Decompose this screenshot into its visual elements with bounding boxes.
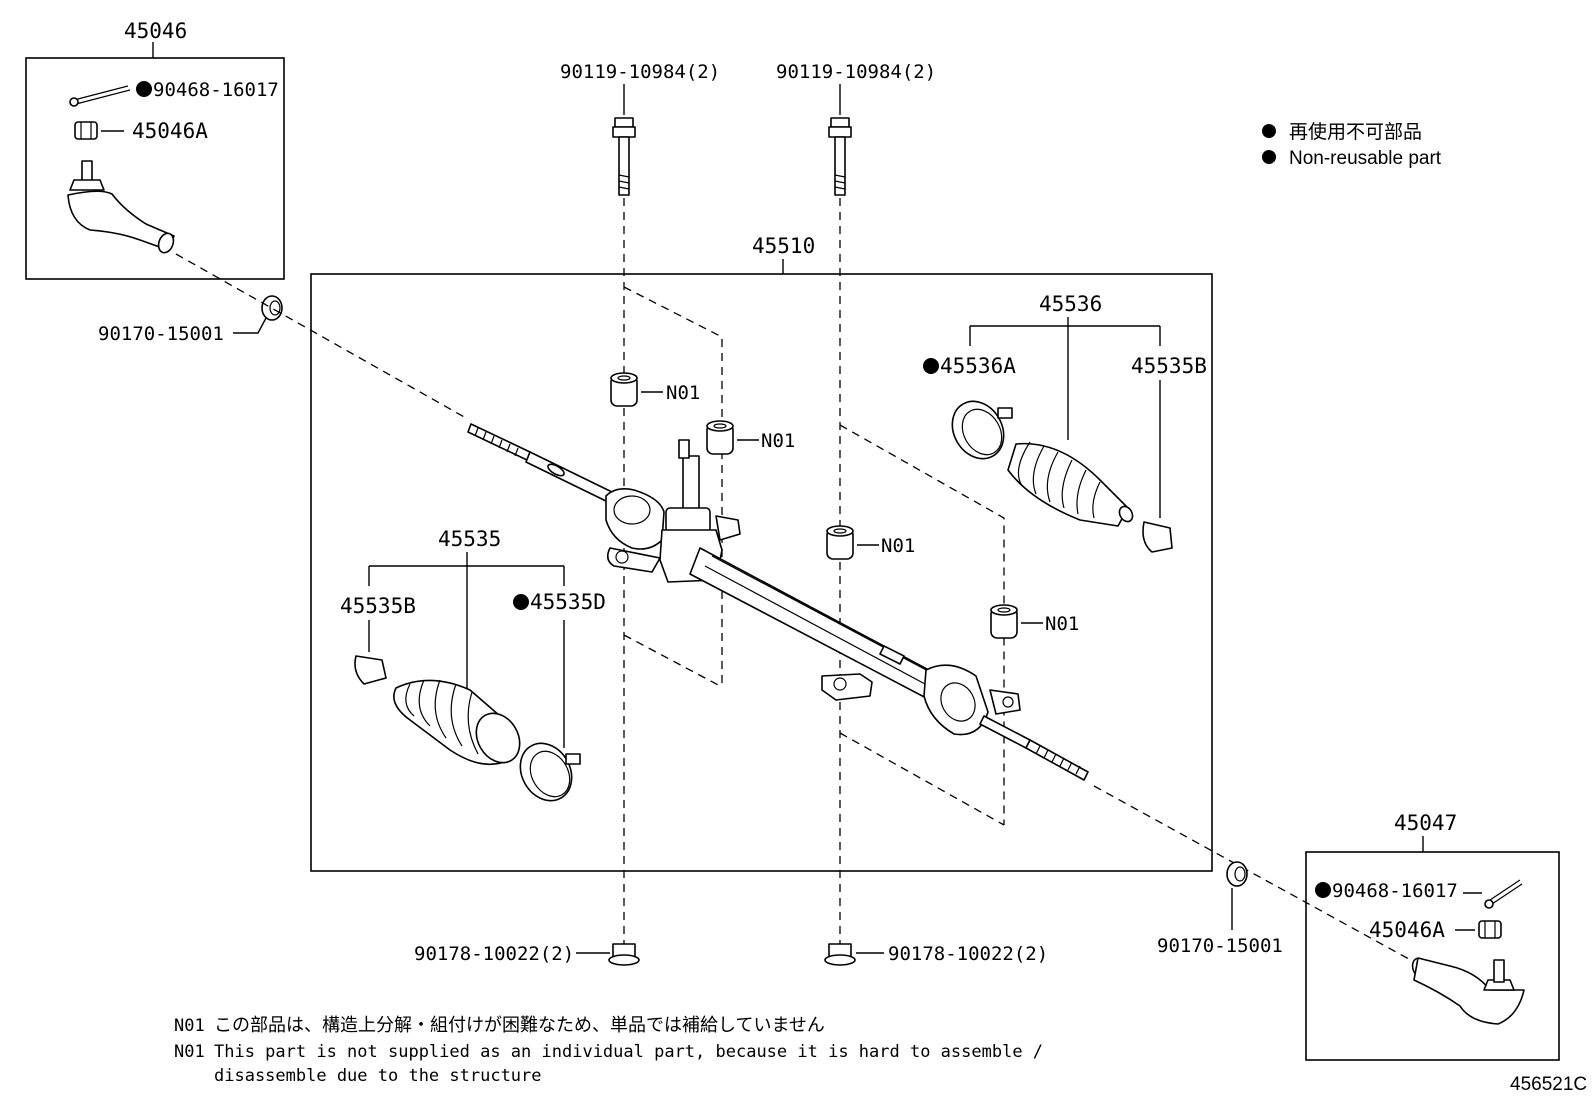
legend-non-reusable-ja: 再使用不可部品 <box>1289 121 1422 143</box>
tie-rod-end-rh-box <box>1305 851 1560 1061</box>
bellows-boot-rh-icon <box>1007 442 1129 527</box>
flange-nut-right-group: 90178-10022(2) <box>824 943 1048 966</box>
nut-washer-lh-icon <box>261 295 283 321</box>
castle-nut-icon <box>1478 920 1502 939</box>
part-label-45047[interactable]: 45047 <box>1394 811 1457 835</box>
flange-nut-left-group: 90178-10022(2) <box>414 943 640 966</box>
boot-set-rh-group: 45536 45536A 45535B <box>923 292 1207 553</box>
illustration-id: 456521C <box>1510 1074 1587 1095</box>
bushing-n01-a: N01 <box>610 372 700 407</box>
non-reusable-dot-icon <box>136 81 152 97</box>
notes: N01 この部品は、構造上分解・組付けが困難なため、単品では補給していません N… <box>174 1015 1043 1086</box>
note-ja: この部品は、構造上分解・組付けが困難なため、単品では補給していません <box>214 1015 825 1035</box>
boot-clamp-lh-icon <box>519 742 573 802</box>
tie-rod-end-lh-group: 45046 90468-16017 45046A <box>25 19 285 280</box>
tie-rod-end-rh-icon <box>1411 957 1525 1025</box>
part-label-45535b-lh[interactable]: 45535B <box>340 594 416 618</box>
flange-nut-right-icon <box>824 943 856 966</box>
flange-nut-left-icon <box>608 943 640 966</box>
part-label-n01-a[interactable]: N01 <box>666 382 700 404</box>
part-label-n01-d[interactable]: N01 <box>1045 613 1079 635</box>
part-label-n01-c[interactable]: N01 <box>881 535 915 557</box>
part-label-45535b-rh[interactable]: 45535B <box>1131 354 1207 378</box>
nut-washer-rh-icon <box>1226 861 1248 887</box>
part-label-90119-10984-right[interactable]: 90119-10984(2) <box>776 61 936 83</box>
part-label-45046a-lh[interactable]: 45046A <box>132 119 208 143</box>
tie-rod-end-rh-group: 45047 90468-16017 45046A <box>1305 811 1560 1061</box>
non-reusable-dot-icon <box>1262 150 1276 164</box>
non-reusable-dot-icon <box>923 358 939 374</box>
part-label-n01-b[interactable]: N01 <box>761 430 795 452</box>
legend: 再使用不可部品 Non-reusable part <box>1262 121 1442 169</box>
bushing-n01-b: N01 <box>706 420 795 455</box>
castle-nut-icon <box>74 121 98 140</box>
note-code-en: N01 <box>174 1042 205 1062</box>
cotter-pin-icon <box>69 85 131 107</box>
steering-gear-assy-box <box>310 273 1213 872</box>
part-label-90468-16017-rh[interactable]: 90468-16017 <box>1332 880 1458 902</box>
tie-rod-end-lh-icon <box>67 160 175 254</box>
part-label-90178-10022-left[interactable]: 90178-10022(2) <box>414 943 574 965</box>
note-en-line1: This part is not supplied as an individu… <box>214 1042 1043 1062</box>
bushing-n01-d: N01 <box>990 604 1079 639</box>
boot-set-lh-group: 45535 45535B 45535D <box>340 527 606 802</box>
part-label-45510[interactable]: 45510 <box>752 234 815 258</box>
nut-washer-lh-group: 90170-15001 <box>98 295 283 345</box>
bolt-right-group: 90119-10984(2) <box>776 61 936 950</box>
band-clip-lh-icon <box>354 655 387 685</box>
part-label-45046a-rh[interactable]: 45046A <box>1369 918 1445 942</box>
boot-clamp-rh-icon <box>951 400 1005 460</box>
bushing-n01-c: N01 <box>826 525 915 560</box>
part-label-90468-16017-lh[interactable]: 90468-16017 <box>153 79 279 101</box>
cotter-pin-icon <box>1484 879 1523 909</box>
band-clip-rh-icon <box>1142 521 1173 553</box>
legend-non-reusable-en: Non-reusable part <box>1289 148 1442 169</box>
tie-rod-end-lh-box <box>25 57 285 280</box>
part-label-45536a[interactable]: 45536A <box>940 354 1016 378</box>
part-label-45535[interactable]: 45535 <box>438 527 501 551</box>
non-reusable-dot-icon <box>513 594 529 610</box>
note-en-line2: disassemble due to the structure <box>214 1066 542 1086</box>
part-label-45535d[interactable]: 45535D <box>530 590 606 614</box>
non-reusable-dot-icon <box>1315 882 1331 898</box>
part-label-45046[interactable]: 45046 <box>124 19 187 43</box>
part-label-90119-10984-left[interactable]: 90119-10984(2) <box>560 61 720 83</box>
bolt-left-group: 90119-10984(2) <box>560 61 720 950</box>
nut-washer-rh-group: 90170-15001 <box>1157 861 1283 957</box>
non-reusable-dot-icon <box>1262 124 1276 138</box>
part-label-90170-15001-lh[interactable]: 90170-15001 <box>98 323 224 345</box>
rack-and-pinion-icon <box>467 423 1089 781</box>
part-label-90178-10022-right[interactable]: 90178-10022(2) <box>888 943 1048 965</box>
bolt-right-icon <box>828 117 852 196</box>
note-code-ja: N01 <box>174 1016 205 1036</box>
bolt-left-icon <box>612 117 636 196</box>
part-label-90170-15001-rh[interactable]: 90170-15001 <box>1157 935 1283 957</box>
steering-gear-assy-group: 45510 N01 N01 N01 <box>310 234 1213 872</box>
part-label-45536[interactable]: 45536 <box>1039 292 1102 316</box>
